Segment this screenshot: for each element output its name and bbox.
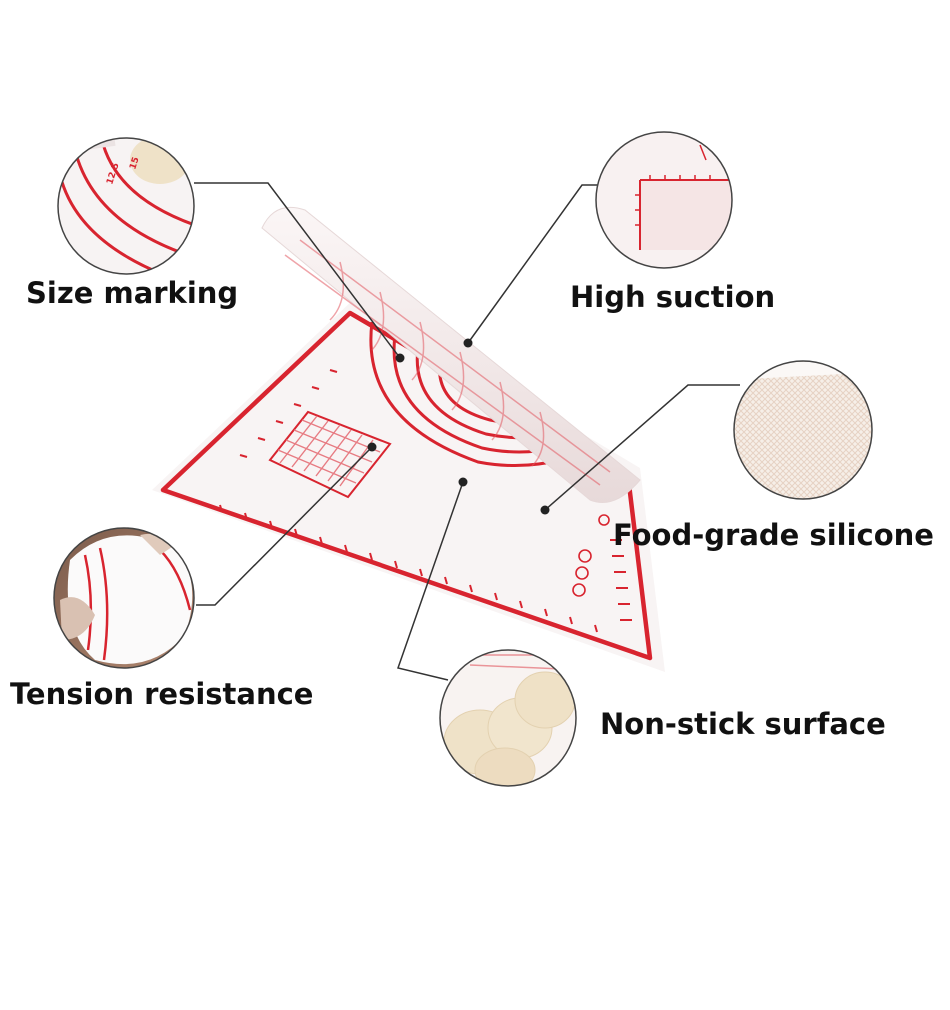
mat-side-ruler — [610, 539, 632, 621]
rolled-mat-end — [261, 206, 641, 503]
label-high-suction: High suction — [570, 280, 776, 314]
detail-circle-non-stick — [439, 649, 577, 787]
label-non-stick-surface: Non-stick surface — [600, 707, 886, 741]
detail-mark-b: 15 — [128, 156, 141, 171]
label-tension-resistance: Tension resistance — [10, 677, 314, 711]
detail-circle-tension — [53, 527, 195, 669]
connector-lines — [194, 182, 740, 681]
silicone-mat — [152, 298, 665, 672]
label-food-grade-silicone: Food-grade silicone — [613, 518, 934, 552]
detail-circle-high-suction — [595, 131, 733, 269]
mat-ruler-ticks — [219, 369, 598, 633]
label-size-marking: Size marking — [26, 276, 239, 310]
detail-circle-food-grade — [733, 360, 873, 500]
detail-circle-size-marking: 12.5 15 — [57, 137, 195, 275]
mat-icons — [572, 514, 610, 597]
mat-body — [152, 298, 665, 672]
connector-dots — [367, 338, 550, 515]
